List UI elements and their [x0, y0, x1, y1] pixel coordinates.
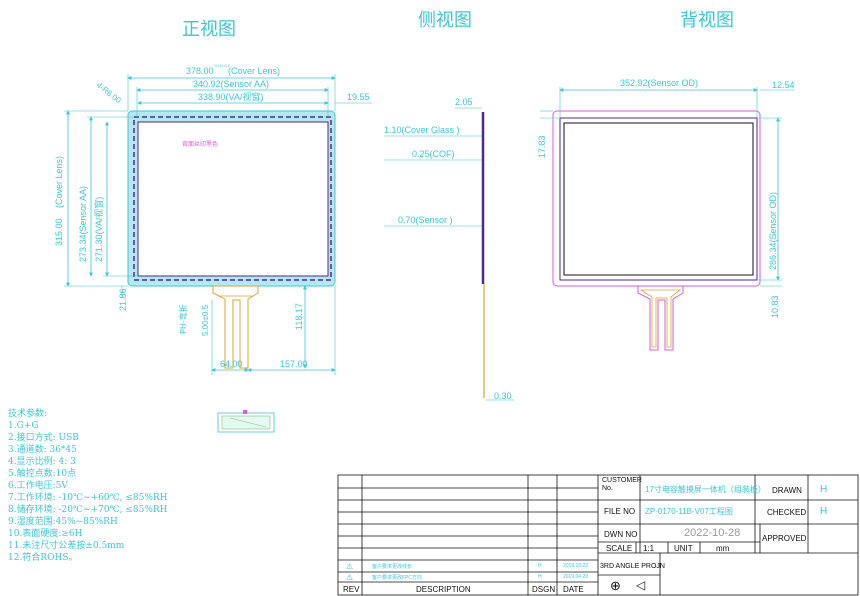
title-block	[337, 474, 859, 596]
scale-label: SCALE	[606, 544, 633, 553]
back-sensor-od-height: 286.34(Sensor OD)	[768, 192, 778, 270]
black-ink-border	[133, 116, 332, 281]
va-height: 271.30(VA/视窗)	[93, 197, 104, 262]
note-line: 9.湿度范围:45%~85%RH	[8, 517, 118, 527]
cover-lens-height-label: (Cover Lens)	[54, 156, 64, 208]
fpc-tail-back	[637, 285, 684, 351]
side-cof: 0.25(COF)	[412, 149, 455, 159]
unit-value: mm	[716, 544, 730, 553]
drawn-value: H	[820, 484, 828, 495]
note-line: 4.显示比例: 4: 3	[8, 457, 76, 467]
rev-dsgn: H	[538, 563, 542, 569]
rev-marker: ⚠	[346, 562, 354, 571]
side-cover-glass: 1.10(Cover Glass )	[384, 125, 460, 135]
note-line: 5.触控点数:10点	[8, 469, 77, 479]
note-line: 3.通道数: 36*45	[8, 445, 77, 455]
fpc-tail-front	[212, 285, 259, 369]
side-view-title: 侧视图	[418, 10, 472, 31]
rev-date: 2019.04.20	[563, 574, 589, 580]
fpc-label: PH-弯折	[178, 304, 188, 334]
customer-label: CUSTOMER No.	[602, 477, 642, 492]
file-value: ZP-0170-11B-V07工程图	[645, 507, 733, 516]
rev-header: REV	[343, 585, 360, 594]
note-line: 2.接口方式: USB	[8, 433, 79, 443]
cover-lens-height: 315.00	[54, 218, 64, 246]
note-line: 6.工作电压:5V	[8, 481, 68, 491]
sensor-aa-height: 273.34(Sensor AA)	[78, 186, 88, 262]
back-sensor-od	[559, 117, 758, 281]
customer-value: 17寸电容触摸屏一体机（组装板）	[645, 485, 766, 494]
back-sensor-od-width: 352.92(Sensor OD)	[620, 78, 698, 88]
part-thumbnail	[217, 410, 275, 433]
fpc-length: 118.17	[294, 303, 304, 330]
dwn-label: DWN NO	[604, 530, 638, 539]
dwn-value: 2022-10-28	[684, 527, 741, 539]
checked-value: H	[820, 506, 828, 517]
ink-label: 背面丝印黑色	[182, 140, 218, 148]
projection-symbol-icon: ⊕	[610, 578, 621, 593]
projection-cone-icon: ◁	[636, 578, 646, 592]
back-bottom-offset: 10.83	[770, 295, 780, 318]
note-line: 1.G+G	[8, 421, 39, 431]
dsgn-header: DSGN	[532, 585, 556, 594]
note-line: 10.表面硬度:≥6H	[8, 529, 83, 539]
rev-dsgn: H	[538, 574, 542, 580]
fpc-offset: 157.00	[280, 359, 308, 369]
viewing-area	[137, 121, 329, 277]
back-right-offset: 12.54	[772, 80, 795, 90]
bottom-margin: 21.86	[118, 288, 128, 311]
side-sensor: 0.70(Sensor )	[398, 215, 453, 225]
front-view-title: 正视图	[182, 19, 236, 40]
scale-value: 1:1	[643, 544, 655, 553]
back-view-title: 背视图	[680, 10, 734, 31]
cover-lens-width: 378.00	[186, 66, 214, 76]
fpc-pitch: 5.00±0.5	[201, 304, 210, 336]
corner-radius: 4-R6.00	[95, 80, 123, 105]
note-line: 8.储存环境: -20℃~+70℃, ≤85%RH	[8, 505, 168, 515]
right-margin: 19.55	[347, 92, 370, 102]
description-header: DESCRIPTION	[416, 585, 471, 594]
back-view: 352.92(Sensor OD) 12.54 17.83 286.34(Sen…	[537, 78, 795, 351]
back-left-offset: 17.83	[537, 135, 547, 158]
date-header: DATE	[563, 585, 584, 594]
fpc-width: 64.00	[220, 359, 243, 369]
approved-label: APPROVED	[762, 534, 807, 543]
back-sensor-aa	[563, 122, 754, 276]
file-label: FILE NO	[604, 507, 636, 516]
note-line: 12.符合ROHS。	[8, 553, 78, 563]
cover-lens-width-label: (Cover Lens)	[228, 66, 280, 76]
side-total-thickness: 2.05	[455, 97, 473, 107]
rev-description: 客户要求更改FPC方向	[372, 575, 423, 581]
projection-label: 3RD ANGLE PROJN	[600, 563, 665, 570]
back-cover-outline	[552, 110, 761, 287]
rev-date: 2019.10.23	[563, 563, 589, 569]
note-line: 7.工作环境: -10℃~+60℃, ≤85%RH	[8, 493, 168, 503]
note-line: 技术参数:	[8, 409, 48, 419]
unit-label: UNIT	[674, 544, 693, 553]
side-fpc-thickness: 0.30	[494, 391, 512, 401]
front-view: 背面丝印黑色 378.00 +0.1/-0.2 (Cover Lens) 340…	[54, 63, 372, 375]
va-width: 338.90(VA/视窗)	[198, 91, 263, 102]
drawn-label: DRAWN	[772, 486, 802, 495]
note-line: 11.未注尺寸公差按±0.5mm	[8, 541, 125, 551]
rev-description: 客户要求更改线长	[372, 564, 413, 570]
technical-notes: 技术参数: 1.G+G 2.接口方式: USB 3.通道数: 36*45 4.显示比例:…	[8, 408, 198, 564]
side-view: 2.05 1.10(Cover Glass ) 0.25(COF) 0.70(S…	[384, 97, 514, 401]
rev-marker: ⚠	[346, 573, 354, 582]
cover-lens-width-tol: +0.1/-0.2	[214, 63, 231, 68]
checked-label: CHECKED	[767, 508, 807, 517]
sensor-aa-width: 340.92(Sensor AA)	[193, 79, 269, 89]
